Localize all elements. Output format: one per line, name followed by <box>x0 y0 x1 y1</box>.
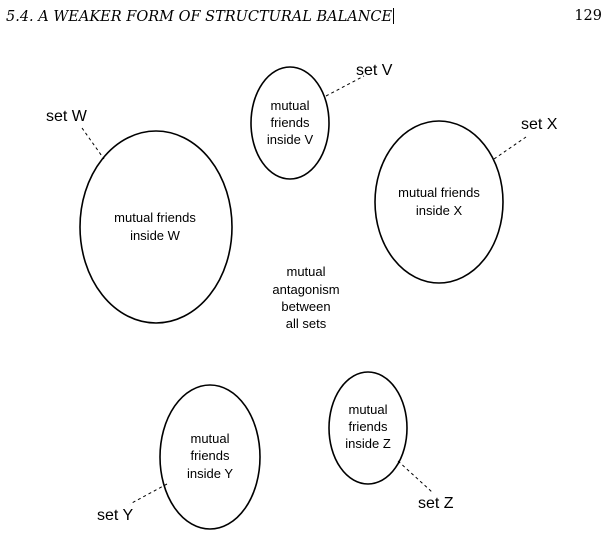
text-cursor <box>393 8 395 24</box>
set-y-name: set Y <box>97 507 134 524</box>
center-label-line-2: antagonism <box>272 282 339 297</box>
set-x-inside-line-1: mutual friends <box>398 185 480 200</box>
set-w-ellipse <box>79 130 233 324</box>
set-y-inside-line-1: mutual <box>190 431 229 446</box>
set-y-inside-line-2: friends <box>190 448 230 463</box>
set-x-inside-line-2: inside X <box>416 203 463 218</box>
set-w-leader <box>81 127 105 160</box>
set-z-inside-line-2: friends <box>348 419 388 434</box>
set-z-leader <box>397 460 433 493</box>
set-x-ellipse <box>374 120 504 284</box>
running-head-text: 5.4. A WEAKER FORM OF STRUCTURAL BALANCE <box>6 9 393 25</box>
set-y-ellipse <box>159 384 261 530</box>
set-w-inside-line-1: mutual friends <box>114 210 196 225</box>
set-z-inside-line-1: mutual <box>348 402 387 417</box>
set-x-leader <box>493 136 527 160</box>
set-v-ellipse <box>250 66 330 180</box>
set-w-name: set W <box>46 108 88 125</box>
set-x-name: set X <box>521 116 558 133</box>
set-y-leader <box>129 483 168 505</box>
set-y-inside-line-3: inside Y <box>187 466 233 481</box>
set-v-inside-line-2: friends <box>270 115 310 130</box>
set-z-inside-line-3: inside Z <box>345 436 391 451</box>
center-label-line-4: all sets <box>286 316 327 331</box>
running-head: 5.4. A WEAKER FORM OF STRUCTURAL BALANCE <box>6 8 395 25</box>
set-z-name: set Z <box>418 495 454 512</box>
page-number: 129 <box>574 8 602 24</box>
set-v-inside-line-3: inside V <box>267 132 314 147</box>
center-label-line-1: mutual <box>286 264 325 279</box>
set-v-leader <box>325 75 365 97</box>
set-v-name: set V <box>356 62 393 79</box>
center-label-line-3: between <box>281 299 330 314</box>
set-v-inside-line-1: mutual <box>270 98 309 113</box>
set-w-inside-line-2: inside W <box>130 228 181 243</box>
set-z-ellipse <box>328 371 408 485</box>
